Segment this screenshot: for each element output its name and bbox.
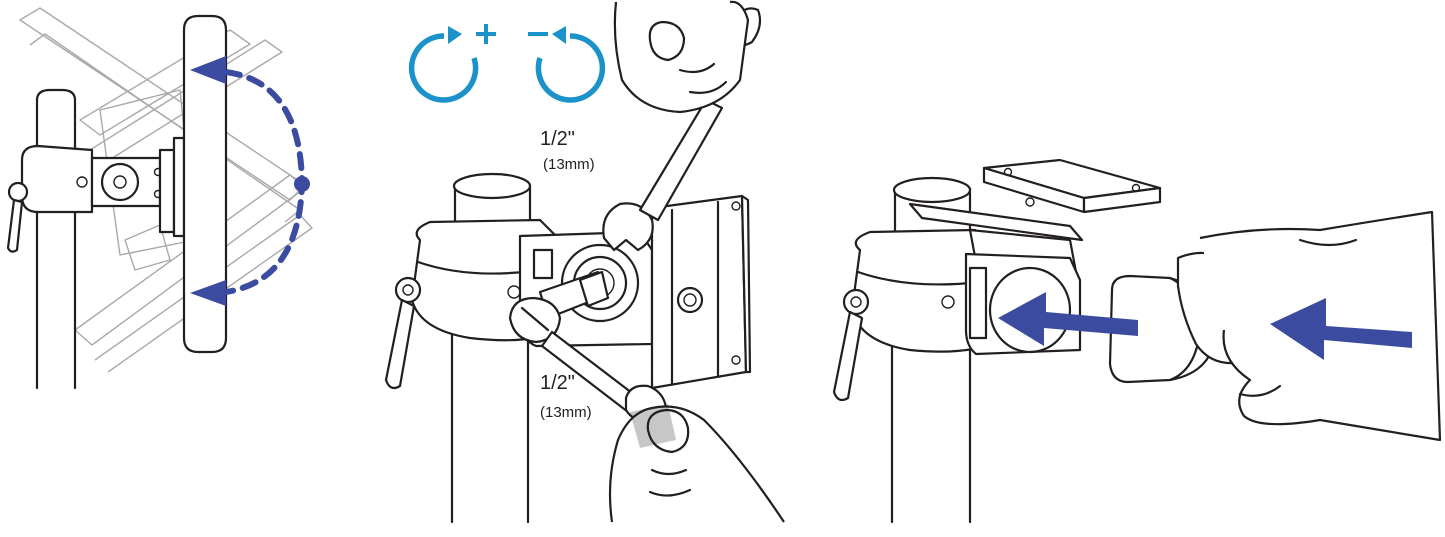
push-arrow-icon (998, 292, 1412, 360)
clamp-left (6, 136, 186, 253)
rotate-clockwise-plus-icon (408, 24, 496, 103)
hand-top (613, 0, 750, 114)
hand-bottom (608, 404, 785, 523)
wrench-metric-label-top: (13mm) (543, 156, 595, 173)
pole-left (35, 88, 77, 390)
panel-wrench (384, 0, 785, 524)
wrench-metric-label-bottom: (13mm) (540, 404, 592, 421)
monitor-vertical (182, 14, 228, 354)
dashed-rotate-arrow-icon (190, 56, 310, 306)
wrench-size-label-top: 1/2" (540, 128, 575, 150)
rotate-counterclockwise-minus-icon (528, 26, 606, 103)
panel-cover (832, 158, 1442, 524)
panel-tilt (6, 7, 313, 390)
wrench-size-label-bottom: 1/2" (540, 372, 575, 394)
